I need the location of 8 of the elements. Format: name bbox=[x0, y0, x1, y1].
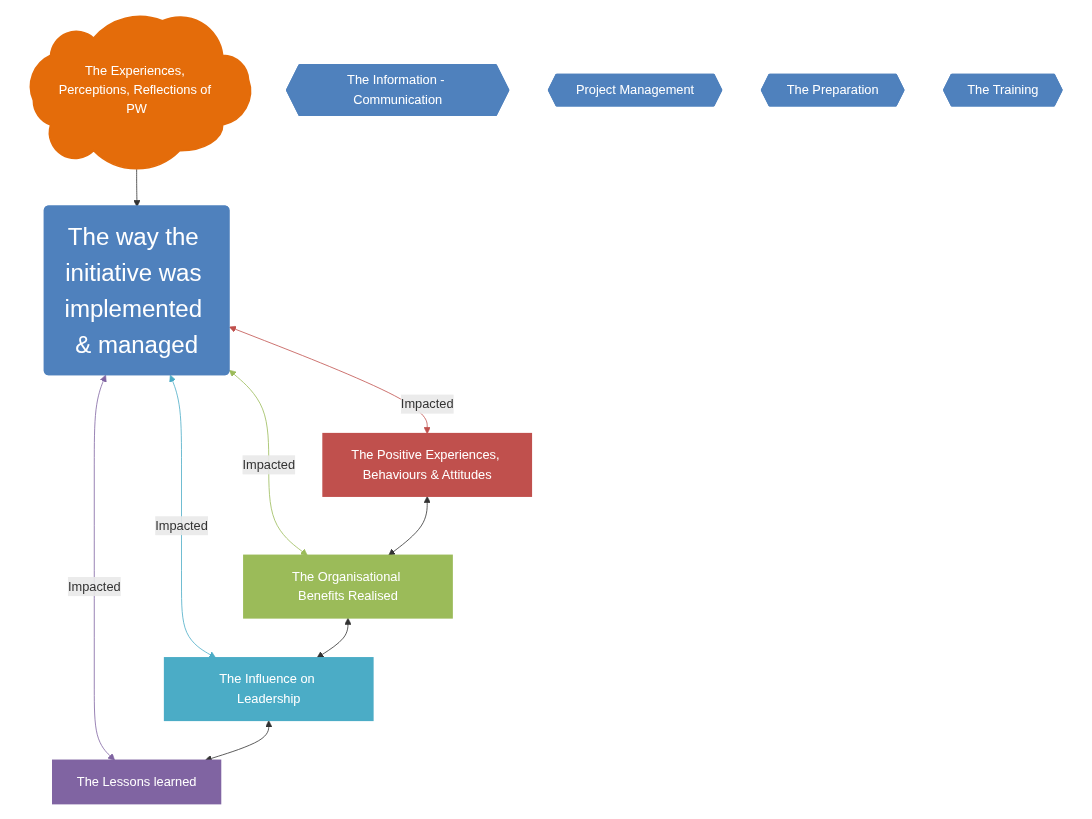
edge-label: Impacted bbox=[155, 518, 208, 532]
node-box: The Organisational Benefits Realised bbox=[242, 554, 453, 619]
node-box: The Lessons learned bbox=[51, 759, 222, 804]
edge-label: Impacted bbox=[242, 457, 295, 471]
node-box: The Influence on Leadership bbox=[163, 656, 374, 721]
node-box: The Positive Experiences, Behaviours & Attitudes bbox=[322, 432, 532, 497]
edge-label: Impacted bbox=[400, 396, 454, 410]
edge-label: Impacted bbox=[67, 578, 121, 593]
